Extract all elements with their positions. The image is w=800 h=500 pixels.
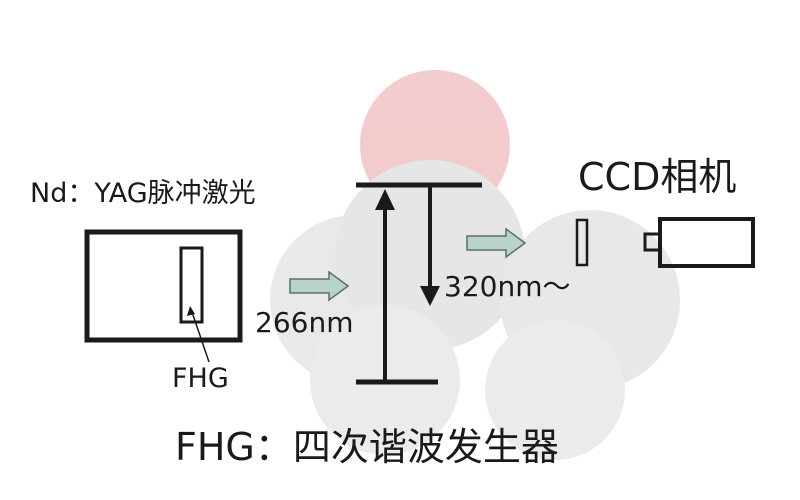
beam-arrow-320	[466, 227, 527, 259]
fhg-crystal	[179, 246, 204, 324]
laser-label: Nd：YAG脉冲激光	[30, 178, 256, 209]
molecule-watermark	[270, 70, 680, 460]
optical-filter	[575, 218, 589, 267]
fhg-crystal-label: FHG	[172, 363, 229, 394]
emission-arrow-head	[420, 286, 440, 306]
wavelength-266-label: 266nm	[255, 306, 354, 339]
wavelength-320-label: 320nm～	[444, 270, 571, 303]
beam-arrow-266	[289, 270, 350, 302]
camera-label: CCD相机	[578, 155, 737, 199]
fhg-caption: FHG：四次谐波发生器	[175, 425, 559, 469]
excitation-arrow-head	[375, 189, 395, 210]
fhg-pointer-head	[187, 306, 195, 316]
fhg-pointer-line	[191, 311, 210, 363]
ccd-camera-body	[658, 217, 755, 268]
laser-housing	[84, 229, 243, 343]
watermark-gray-sphere-bottom-right	[485, 320, 625, 460]
